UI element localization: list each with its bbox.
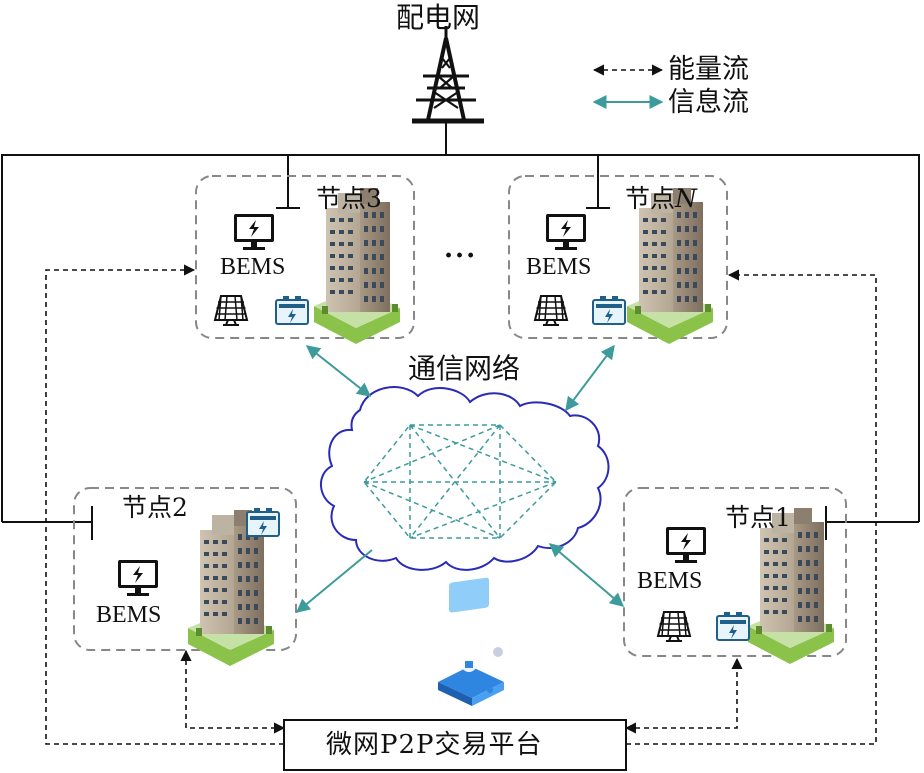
- more-nodes-ellipsis: ···: [444, 241, 478, 271]
- node-1-battery-icon: [716, 611, 750, 641]
- node-n-monitor-icon: [546, 214, 586, 250]
- node-1-monitor-icon: [666, 527, 706, 563]
- node-1-solar-panel-icon: [657, 611, 691, 642]
- info-arrow-node3: [305, 345, 372, 397]
- node-2-bems-label: BEMS: [96, 602, 162, 628]
- node-3-box: [195, 175, 415, 339]
- communication-cloud: [320, 386, 610, 571]
- node-2-monitor-icon: [118, 560, 158, 596]
- node-n-label-prefix: 节点: [625, 184, 676, 213]
- node-2-battery-icon: [246, 507, 280, 537]
- info-arrow-noden: [565, 344, 615, 412]
- legend-energy-label: 能量流: [668, 54, 749, 85]
- energy-path-node3: [45, 264, 284, 745]
- blockchain-platform-icon: [438, 577, 504, 706]
- grid-label: 配电网: [396, 1, 481, 34]
- energy-flow-arrows: [45, 264, 877, 745]
- node-n-bems-label: BEMS: [526, 254, 592, 280]
- node-3-battery-icon: [275, 295, 309, 325]
- node-1-label: 节点1: [725, 503, 791, 532]
- p2p-mesh-network: [363, 424, 558, 539]
- node-3-bems-label: BEMS: [220, 254, 286, 280]
- transmission-tower-icon: [412, 26, 484, 124]
- node-2-box: [73, 487, 297, 651]
- node-1-bems-label: BEMS: [637, 568, 703, 594]
- node-n-label-index: N: [675, 184, 697, 213]
- info-arrow-node1: [548, 543, 625, 607]
- energy-path-noden: [626, 269, 877, 745]
- node-2-label: 节点2: [122, 493, 188, 522]
- node-3-label: 节点3: [316, 184, 382, 213]
- node-3-monitor-icon: [234, 214, 274, 250]
- energy-path-node2: [180, 649, 286, 734]
- platform-label: 微网P2P交易平台: [326, 730, 543, 760]
- node-n-solar-panel-icon: [534, 295, 568, 326]
- info-arrow-node2: [295, 549, 373, 613]
- info-flow-arrows: [295, 344, 625, 613]
- node-n-label: 节点N: [625, 186, 697, 211]
- network-label: 通信网络: [408, 352, 521, 385]
- p2p-platform-box: [283, 719, 627, 771]
- node-n-battery-icon: [592, 295, 626, 325]
- distribution-power-lines: [1, 123, 920, 540]
- node-3-solar-panel-icon: [214, 295, 248, 326]
- node-1-box: [623, 487, 847, 657]
- energy-path-node1: [624, 657, 743, 734]
- legend-info-label: 信息流: [668, 87, 749, 118]
- node-n-box: [508, 175, 728, 339]
